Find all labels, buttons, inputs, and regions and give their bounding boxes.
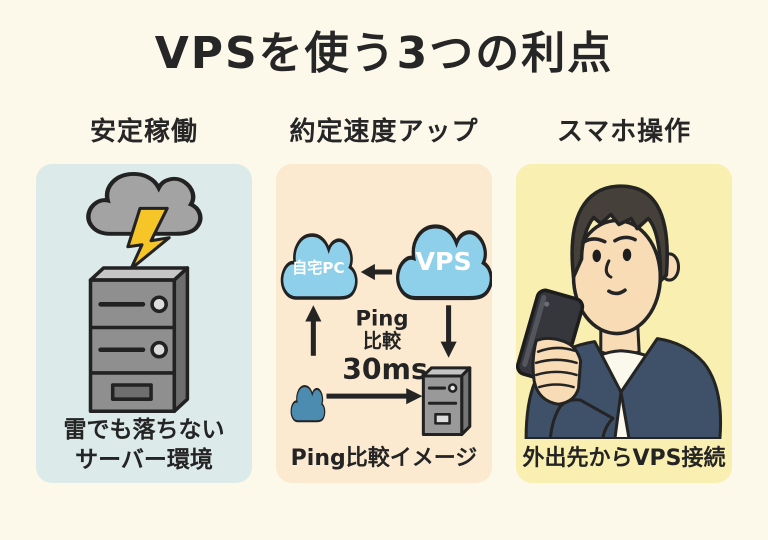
benefit-columns: 安定稼働 xyxy=(0,110,768,484)
infographic: VPSを使う3つの利点 安定稼働 xyxy=(0,28,768,484)
panel-stability: 雷でも落ちない サーバー環境 xyxy=(36,164,252,484)
ping-latency-value: 30ms xyxy=(342,353,428,386)
lightning-server-illustration xyxy=(36,164,252,414)
caption-stability-line2: サーバー環境 xyxy=(75,446,213,473)
arrow-right-icon xyxy=(326,388,423,405)
nose xyxy=(604,259,613,279)
ping-comparison-diagram: 自宅PC VPS xyxy=(280,164,492,437)
arrow-up-icon xyxy=(305,305,322,357)
home-pc-cloud-label: 自宅PC xyxy=(292,259,344,277)
ping-label-line1: Ping xyxy=(355,306,408,331)
arrow-left-icon xyxy=(360,264,393,281)
vps-cloud-label: VPS xyxy=(415,247,471,276)
panel-speed: 自宅PC VPS xyxy=(276,164,492,484)
ping-label: Ping 比較 30ms xyxy=(342,306,428,386)
ping-label-line2: 比較 xyxy=(363,330,402,353)
caption-stability-line1: 雷でも落ちない xyxy=(63,416,225,443)
internet-cloud-icon xyxy=(290,385,326,423)
header-stability: 安定稼働 xyxy=(89,117,198,148)
column-mobile: スマホ操作 xyxy=(516,110,732,484)
eyebrow-left xyxy=(580,237,607,245)
column-stability: 安定稼働 xyxy=(36,110,252,484)
caption-mobile: 外出先からVPS接続 xyxy=(522,446,726,472)
lightning-icon xyxy=(126,207,171,271)
caption-speed: Ping比較イメージ xyxy=(290,446,478,472)
caption-stability: 雷でも落ちない サーバー環境 xyxy=(36,415,252,476)
eyebrow-right xyxy=(613,235,637,243)
vps-cloud-icon: VPS xyxy=(398,227,492,299)
person-with-phone-illustration xyxy=(516,184,723,439)
server-tower-icon xyxy=(88,266,190,414)
vps-server-icon xyxy=(421,366,472,437)
page-title: VPSを使う3つの利点 xyxy=(154,28,614,79)
hand xyxy=(531,337,583,406)
eye-right xyxy=(622,248,632,262)
eye-left xyxy=(592,249,601,263)
panel-mobile: 外出先からVPS接続 xyxy=(516,164,732,484)
column-speed: 約定速度アップ 自宅PC VPS xyxy=(276,110,492,484)
arrow-down-icon xyxy=(440,305,457,359)
header-mobile: スマホ操作 xyxy=(556,117,692,148)
hair xyxy=(570,184,669,284)
header-speed: 約定速度アップ xyxy=(289,117,479,148)
mouth xyxy=(607,288,627,296)
face xyxy=(570,184,681,336)
home-pc-cloud-icon: 自宅PC xyxy=(280,233,359,301)
